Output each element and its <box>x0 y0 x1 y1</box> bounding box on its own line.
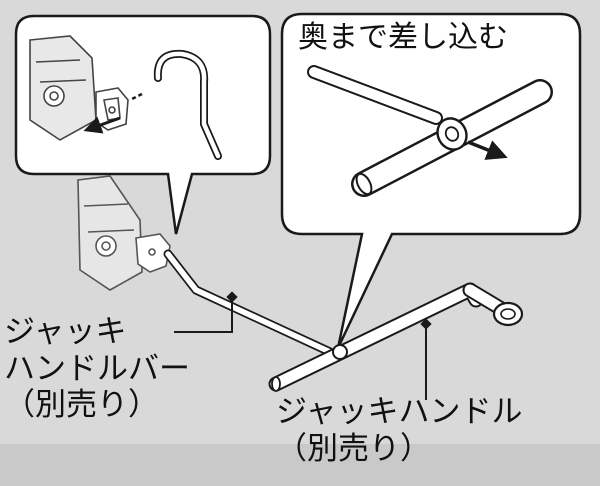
callout-insert-fully: 奥まで差し込む <box>298 20 508 55</box>
label-jack-handle-bar-line2: ハンドルバー <box>4 350 190 387</box>
handle-bar-hook-fill <box>155 51 221 159</box>
bottom-band <box>0 444 600 486</box>
joint-ring <box>436 117 468 151</box>
label-jack-handle-line1: ジャッキハンドル <box>276 394 523 430</box>
jack-handle-bar <box>165 251 333 355</box>
label-jack-handle: ジャッキハンドル （別売り） <box>276 394 522 467</box>
leader-line-handle-bar <box>174 298 233 333</box>
insert-arrow-dash <box>129 92 143 102</box>
leader-marker-handle <box>420 318 432 330</box>
main-joint <box>332 344 348 360</box>
label-jack-handle-bar-line1: ジャッキ <box>4 314 127 350</box>
tube-end <box>355 172 373 196</box>
label-jack-handle-bar-line3: （別売り） <box>4 387 159 424</box>
detail-bubble-left <box>14 14 272 235</box>
label-jack-handle-bar: ジャッキ ハンドルバー （別売り） <box>4 314 190 424</box>
handle-bar-shaft-fill <box>309 67 441 123</box>
leader-marker-handle-bar <box>226 291 238 303</box>
insert-direction-arrow <box>83 116 121 134</box>
jack-bracket-detail <box>29 35 129 141</box>
push-in-arrow <box>467 140 508 160</box>
jack-body <box>77 175 171 291</box>
jack-handle-socket <box>492 301 524 327</box>
callout-insert-fully-text: 奥まで差し込む <box>298 20 508 55</box>
label-jack-handle-line2: （別売り） <box>276 430 431 467</box>
detail-bubble-right <box>280 12 582 349</box>
